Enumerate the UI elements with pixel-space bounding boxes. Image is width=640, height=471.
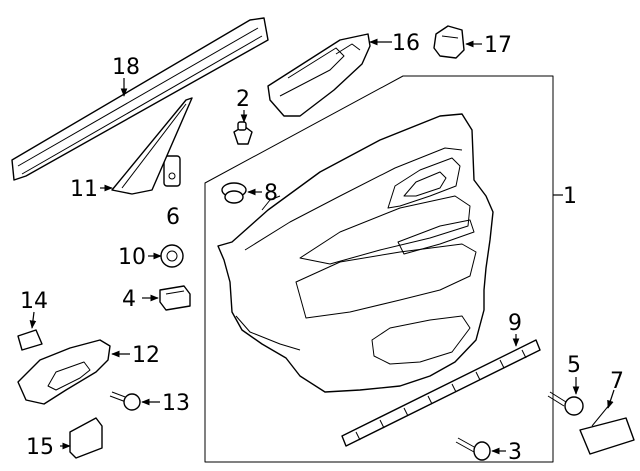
handle-screw [109,391,141,411]
callout-9: 9 [508,311,522,336]
small-bracket [163,155,181,187]
callout-15: 15 [26,435,54,460]
interior-door-handle [17,339,111,405]
callout-3: 3 [508,440,522,465]
callout-5: 5 [567,353,581,378]
push-pin-fastener [233,121,253,145]
washer [160,244,184,268]
callout-16: 16 [392,31,420,56]
callout-18: 18 [112,55,140,80]
handle-clip [17,329,43,351]
callout-6: 6 [166,205,180,230]
switch-bezel [267,33,371,117]
assembly-frame [204,75,554,463]
retainer-clip [159,285,191,311]
callout-1: 1 [563,184,577,209]
weatherstrip [341,339,541,447]
callout-2: 2 [236,87,250,112]
callout-7: 7 [610,369,624,394]
trim-cover [579,403,635,455]
callout-12: 12 [132,343,160,368]
screw-fastener [547,391,584,416]
callout-17: 17 [484,33,512,58]
callout-13: 13 [162,391,190,416]
pillar-trim [111,97,193,195]
belt-molding [11,17,269,181]
bezel-cover [69,417,103,459]
connector-clip [433,25,465,59]
callout-10: 10 [118,245,146,270]
bolt-fastener [455,437,491,461]
callout-8: 8 [264,181,278,206]
callout-11: 11 [70,177,98,202]
callout-4: 4 [122,287,136,312]
plug-fastener [221,182,247,204]
door-trim-panel [217,113,494,393]
callout-14: 14 [20,289,48,314]
